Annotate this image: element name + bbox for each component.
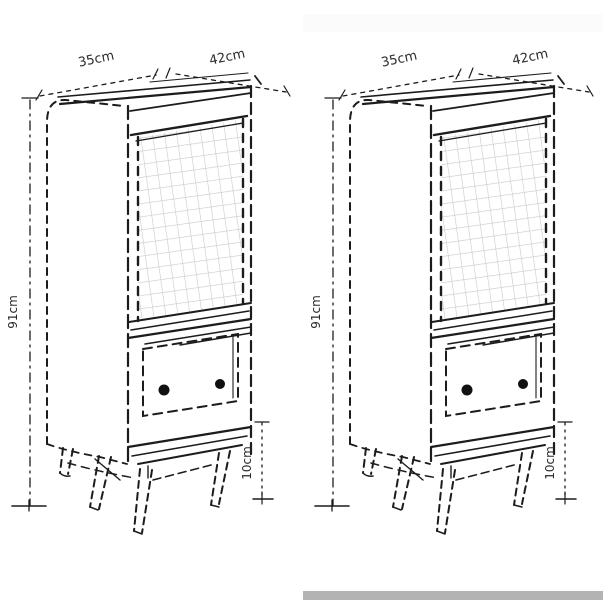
dim-label-depth: 35cm	[380, 48, 419, 70]
dim-label-depth: 35cm	[77, 48, 116, 70]
dim-label-leg-height: 10cm	[543, 446, 557, 480]
dim-label-height: 91cm	[6, 295, 20, 329]
right-image-top-strip	[303, 14, 603, 32]
right-image-bottom-strip	[303, 591, 603, 600]
dim-label-width: 42cm	[208, 46, 247, 68]
dim-label-height: 91cm	[309, 295, 323, 329]
dim-label-width: 42cm	[511, 46, 550, 68]
cabinet-drawing-right: 35cm 42cm 91cm 10cm	[309, 46, 595, 536]
cabinet-drawing-left: 35cm 42cm 91cm 10cm	[6, 46, 292, 536]
dim-label-leg-height: 10cm	[240, 446, 254, 480]
